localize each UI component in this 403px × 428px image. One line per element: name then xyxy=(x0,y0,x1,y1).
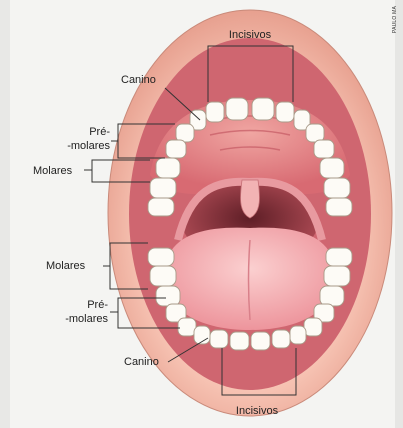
tooth xyxy=(166,140,186,158)
label-incisivos-bottom: Incisivos xyxy=(227,405,287,417)
label-molares-bottom: Molares xyxy=(46,260,85,272)
tooth xyxy=(156,286,180,306)
label-premolares-bottom-line1: Pré- xyxy=(38,299,108,311)
tooth xyxy=(304,318,322,336)
tooth xyxy=(324,178,350,198)
tooth xyxy=(320,158,344,178)
tooth xyxy=(320,286,344,306)
tooth xyxy=(314,140,334,158)
label-canino-bottom: Canino xyxy=(124,356,159,368)
tooth xyxy=(210,330,228,348)
tooth xyxy=(230,332,249,350)
label-incisivos-top: Incisivos xyxy=(220,29,280,41)
tooth xyxy=(178,318,196,336)
tooth xyxy=(290,326,306,344)
tooth xyxy=(276,102,294,122)
tooth xyxy=(150,266,176,286)
tooth xyxy=(326,248,352,266)
tooth xyxy=(251,332,270,350)
tooth xyxy=(306,124,324,142)
tooth xyxy=(252,98,274,120)
tooth xyxy=(156,158,180,178)
tooth xyxy=(226,98,248,120)
label-molares-top: Molares xyxy=(33,165,72,177)
tooth xyxy=(326,198,352,216)
tooth xyxy=(150,178,176,198)
label-premolares-top-line1: Pré- xyxy=(40,126,110,138)
photo-credit: PAULO MA xyxy=(392,6,398,33)
tooth xyxy=(324,266,350,286)
tooth xyxy=(148,198,174,216)
label-premolares-top-line2: -molares xyxy=(40,140,110,152)
tooth xyxy=(176,124,194,142)
tooth xyxy=(272,330,290,348)
label-premolares-bottom-line2: -molares xyxy=(38,313,108,325)
tooth xyxy=(206,102,224,122)
label-canino-top: Canino xyxy=(121,74,156,86)
tooth xyxy=(148,248,174,266)
